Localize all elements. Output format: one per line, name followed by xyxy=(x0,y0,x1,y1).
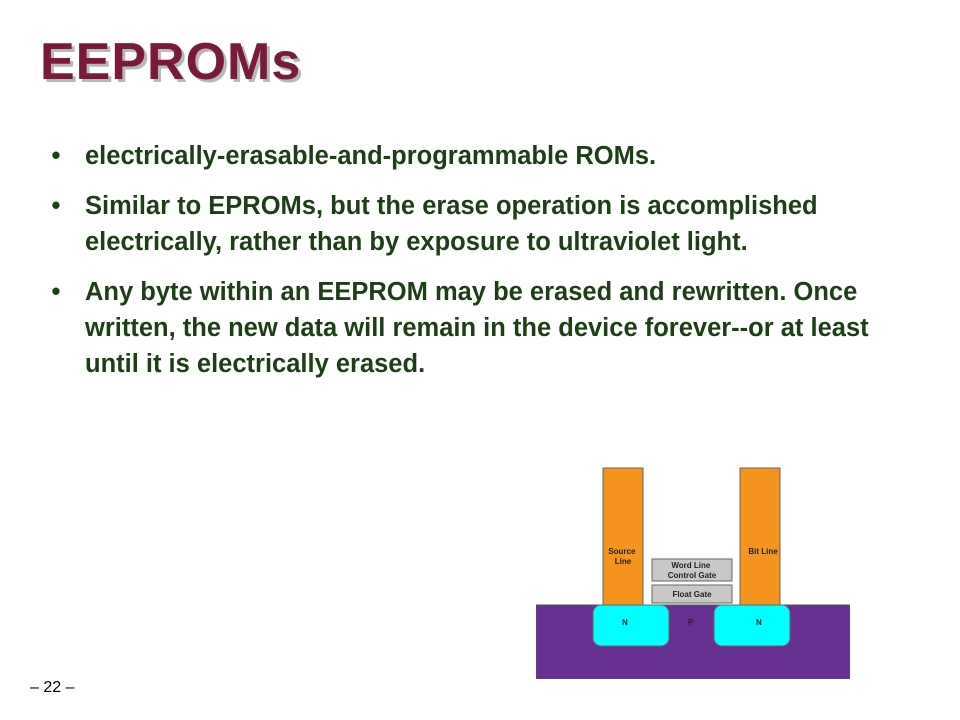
bullet-item: • electrically-erasable-and-programmable… xyxy=(46,138,916,174)
bullet-marker: • xyxy=(51,192,61,220)
bullet-item: • Any byte within an EEPROM may be erase… xyxy=(46,274,916,382)
bullet-marker: • xyxy=(51,278,61,306)
word-line-label-2: Control Gate xyxy=(668,571,717,580)
bullet-item: • Similar to EPROMs, but the erase opera… xyxy=(46,188,916,260)
bullet-text: Similar to EPROMs, but the erase operati… xyxy=(85,192,818,256)
bullet-text: Any byte within an EEPROM may be erased … xyxy=(85,278,869,378)
source-line-label-2: Line xyxy=(615,557,632,566)
source-line-label-1: Source xyxy=(608,547,636,556)
source-line xyxy=(602,467,644,606)
n-region-right xyxy=(713,604,791,647)
bullet-marker: • xyxy=(51,142,61,170)
eeprom-cell-diagram: N P N Source Line Bit Line Word Line Con… xyxy=(536,467,850,679)
bullet-text: electrically-erasable-and-programmable R… xyxy=(85,142,657,170)
p-substrate xyxy=(536,604,850,679)
source-line-label: Source Line xyxy=(608,547,637,566)
slide-title: EEPROMs xyxy=(40,33,302,91)
word-line-control-gate xyxy=(651,558,733,582)
float-gate xyxy=(651,584,733,604)
n-left-label: N xyxy=(622,618,628,627)
bullet-list: • electrically-erasable-and-programmable… xyxy=(46,138,916,396)
word-line-label: Word Line Control Gate xyxy=(668,561,717,580)
bit-line-label: Bit Line xyxy=(748,547,778,556)
word-line-label-1: Word Line xyxy=(671,561,711,570)
p-label: P xyxy=(688,618,694,627)
n-region-left xyxy=(592,604,670,647)
bit-line xyxy=(739,467,781,606)
page-number: – 22 – xyxy=(30,679,75,696)
float-gate-label: Float Gate xyxy=(672,590,712,599)
n-right-label: N xyxy=(756,618,762,627)
